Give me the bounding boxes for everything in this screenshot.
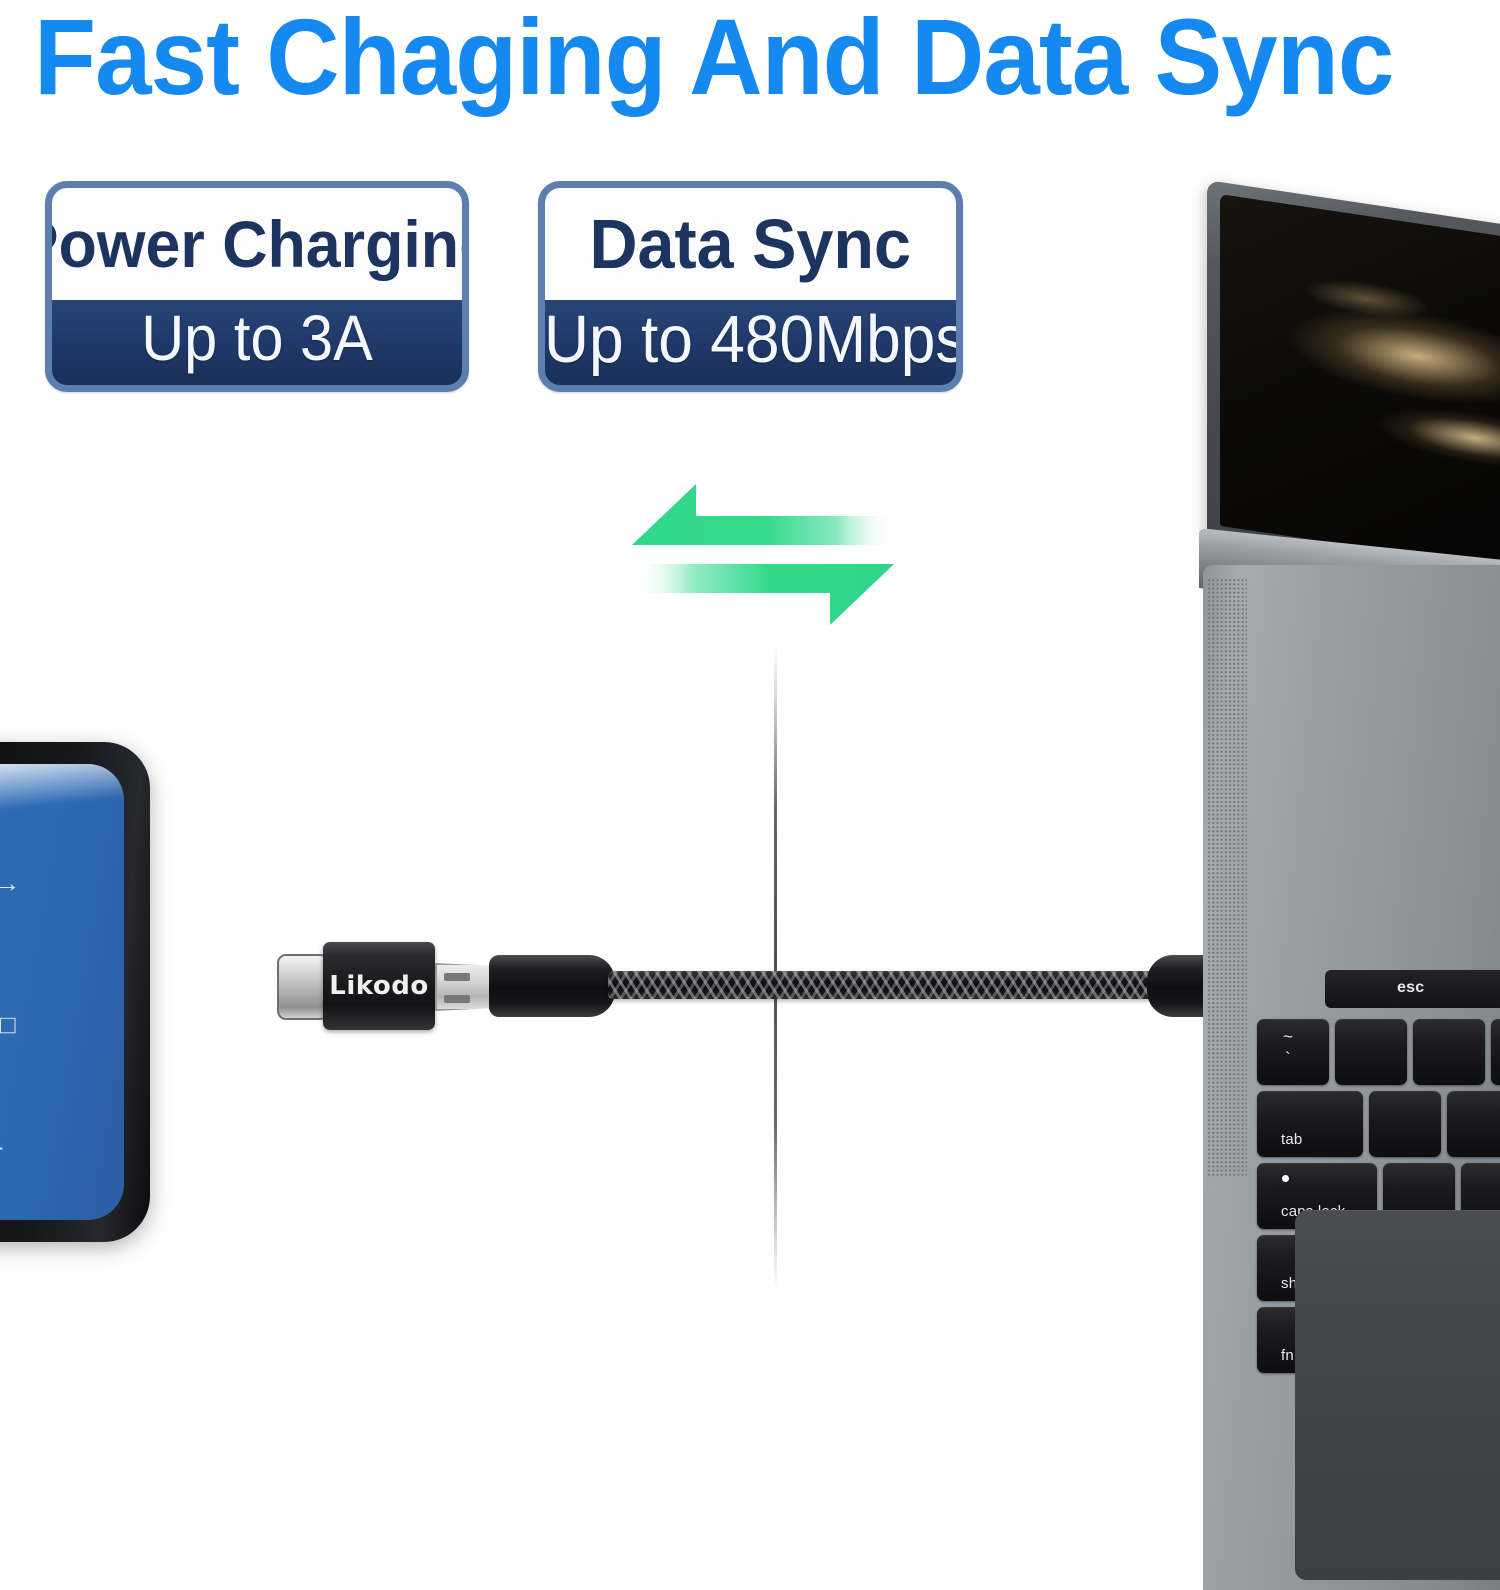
key-label-tab: tab (1281, 1131, 1303, 1148)
arrow-right-icon (632, 564, 894, 625)
touch-bar[interactable] (1325, 970, 1500, 1008)
smartphone-device: Camera Play Store Internet (0, 742, 150, 1242)
laptop-screen (1220, 193, 1500, 574)
center-divider-line (774, 645, 777, 1289)
arrow-left-icon (632, 484, 894, 545)
badge-power-charging-header: Power Charging (52, 188, 462, 300)
badge-power-charging-subtitle: Up to 3A (141, 302, 373, 374)
trackpad[interactable] (1295, 1210, 1500, 1580)
badge-power-charging: Power Charging Up to 3A (45, 181, 469, 392)
badge-data-sync-subtitle: Up to 480Mbps (544, 302, 963, 377)
badge-data-sync-header: Data Sync (545, 188, 956, 300)
data-sync-arrows (628, 478, 898, 630)
phone-screen: Camera Play Store Internet (0, 764, 124, 1220)
laptop-keyboard: esc ~ ` tab caps lock shift fn c (1255, 575, 1500, 1373)
laptop-lid (1207, 180, 1500, 585)
strain-relief-left (489, 955, 615, 1017)
badge-power-charging-title: Power Charging (52, 207, 462, 281)
badge-data-sync-title: Data Sync (589, 205, 912, 283)
key-label-esc: esc (1397, 979, 1425, 996)
arrow-down-icon[interactable]: ↓ (0, 881, 21, 894)
key-w[interactable] (1447, 1091, 1500, 1157)
key-tab[interactable] (1257, 1091, 1363, 1157)
cable-assembly: Likodo Likodo (275, 925, 1500, 1060)
likodo-adapter-left: Likodo (323, 942, 435, 1030)
key-q[interactable] (1369, 1091, 1441, 1157)
key-number-1[interactable] (1335, 1019, 1407, 1085)
braided-cable (608, 971, 1153, 999)
square-icon[interactable]: □ (0, 1018, 22, 1034)
micro-usb-plug (435, 963, 493, 1011)
key-label-backtick: ` (1285, 1049, 1291, 1068)
back-icon[interactable]: ⌝ (0, 1145, 21, 1157)
page-title: Fast Chaging And Data Sync (34, 0, 1394, 117)
key-tilde[interactable] (1257, 1019, 1329, 1085)
laptop-device: esc ~ ` tab caps lock shift fn c (1185, 180, 1500, 1590)
brand-label-left: Likodo (329, 971, 429, 1001)
speaker-grille (1207, 578, 1247, 1178)
key-label-tilde: ~ (1283, 1027, 1294, 1046)
key-label-fn: fn (1281, 1347, 1294, 1364)
key-number-3[interactable] (1491, 1019, 1500, 1085)
key-number-2[interactable] (1413, 1019, 1485, 1085)
badge-data-sync: Data Sync Up to 480Mbps (538, 181, 963, 392)
usb-c-plug-left (277, 954, 329, 1020)
screen-glare (0, 764, 124, 823)
caps-lock-indicator (1282, 1175, 1289, 1182)
